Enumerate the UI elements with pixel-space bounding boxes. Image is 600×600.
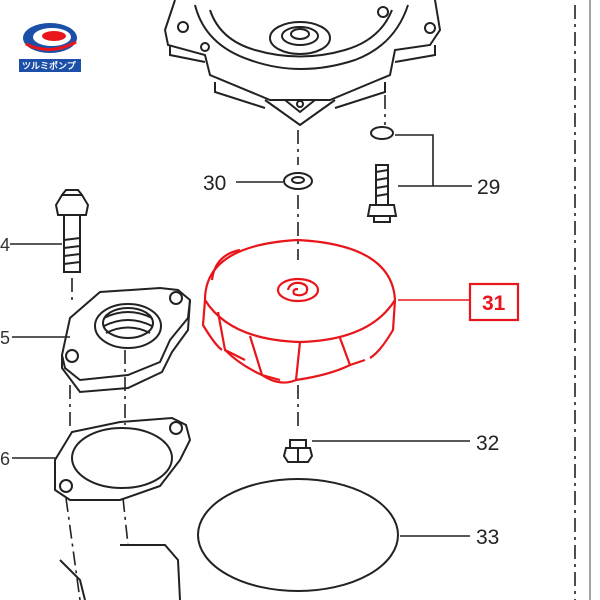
part-32-screw: [282, 439, 314, 463]
part-29-bolt: [366, 164, 398, 223]
callout-31: 31: [482, 292, 506, 315]
long-bolt: [54, 189, 90, 273]
callout-33: 33: [476, 526, 499, 549]
tsurumi-logo: ツルミポンプ: [19, 23, 81, 72]
callout-30: 30: [203, 172, 226, 195]
part-33-oring: [197, 478, 399, 592]
threaded-flange: [60, 286, 192, 394]
part-30-washer: [283, 172, 313, 190]
gasket: [54, 416, 192, 501]
part-31-impeller: [201, 238, 397, 384]
callout-32: 32: [476, 432, 499, 455]
centerlines: [65, 5, 576, 600]
callout-29: 29: [477, 176, 500, 199]
part-29-small-oring: [370, 126, 394, 140]
motor-housing: [163, 0, 442, 127]
logo-text: ツルミポンプ: [22, 60, 77, 71]
logo-text-bar: [19, 59, 81, 72]
tsurumi-logo-icon: [23, 23, 77, 53]
leader-29: [395, 134, 472, 187]
callout-31-box: [468, 282, 520, 322]
cut-label-mid: 5: [0, 328, 10, 348]
cut-label-bot: 6: [0, 449, 10, 469]
bottom-part-fragment: [59, 544, 181, 600]
cut-label-top: 4: [0, 235, 10, 255]
